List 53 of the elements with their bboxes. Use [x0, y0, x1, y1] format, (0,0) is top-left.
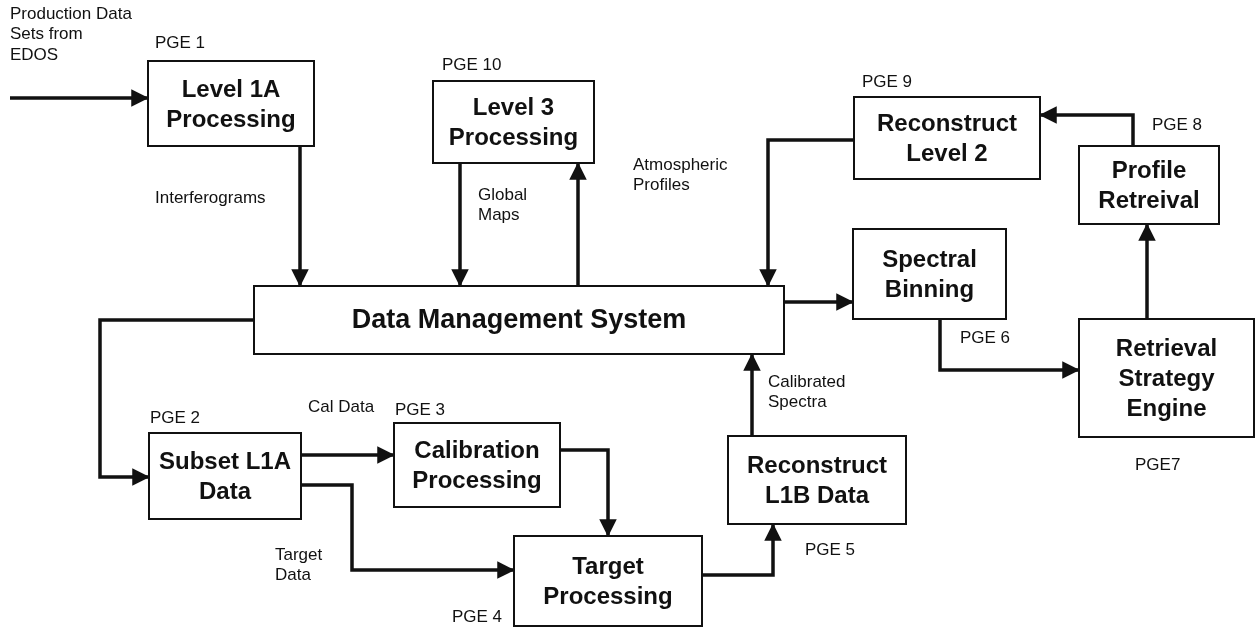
edge-label: Interferograms: [155, 188, 267, 209]
box-label: Spectral Binning: [881, 244, 978, 304]
box-label: Subset L1A Data: [158, 446, 292, 506]
edge-label: Calibrated Spectra: [768, 372, 847, 413]
process-box: [253, 285, 785, 355]
arrow: [10, 89, 149, 107]
box-label: Reconstruct L1B Data: [746, 450, 888, 510]
process-box: [1078, 145, 1220, 225]
pge-label: PGE 10: [442, 55, 503, 76]
arrow: [938, 320, 1080, 379]
process-box: [1078, 318, 1255, 438]
arrow: [451, 164, 469, 287]
process-box: [852, 228, 1007, 320]
arrow: [291, 147, 309, 287]
arrow: [759, 138, 853, 287]
process-box: [148, 432, 302, 520]
edge-label: Target Data: [275, 545, 324, 586]
arrow: [98, 318, 253, 486]
arrow: [743, 353, 761, 435]
box-label: Data Management System: [351, 303, 687, 337]
box-label: Level 1A Processing: [165, 73, 297, 134]
arrow: [569, 162, 587, 285]
edge-label: Global Maps: [478, 185, 529, 226]
process-box: [393, 422, 561, 508]
arrow: [1138, 223, 1156, 318]
arrow: [302, 446, 395, 464]
pge-label: PGE 4: [452, 607, 504, 628]
edge-label: Production Data Sets from EDOS: [10, 4, 133, 66]
box-label: Reconstruct Level 2: [876, 108, 1018, 168]
process-box: [147, 60, 315, 147]
arrow: [302, 483, 515, 579]
process-box: [853, 96, 1041, 180]
edge-label: Cal Data: [308, 397, 376, 418]
process-box: [727, 435, 907, 525]
pge-label: PGE 6: [960, 328, 1012, 349]
pge-label: PGE 3: [395, 400, 447, 421]
box-label: Profile Retreival: [1097, 155, 1201, 215]
box-label: Level 3 Processing: [447, 92, 580, 152]
process-box: [432, 80, 595, 164]
box-label: Retrieval Strategy Engine: [1114, 333, 1219, 423]
pge-label: PGE 1: [155, 33, 207, 54]
pge-label: PGE 2: [150, 408, 202, 429]
box-label: Target Processing: [542, 551, 674, 611]
pge-label: PGE 8: [1152, 115, 1204, 136]
process-box: [513, 535, 703, 627]
box-label: Calibration Processing: [411, 435, 543, 495]
pge-label: PGE7: [1135, 455, 1182, 476]
edge-label: Atmospheric Profiles: [633, 155, 729, 196]
arrow: [703, 523, 782, 577]
pge-label: PGE 9: [862, 72, 914, 93]
arrow: [785, 293, 854, 311]
pge-label: PGE 5: [805, 540, 857, 561]
arrow: [561, 448, 617, 537]
